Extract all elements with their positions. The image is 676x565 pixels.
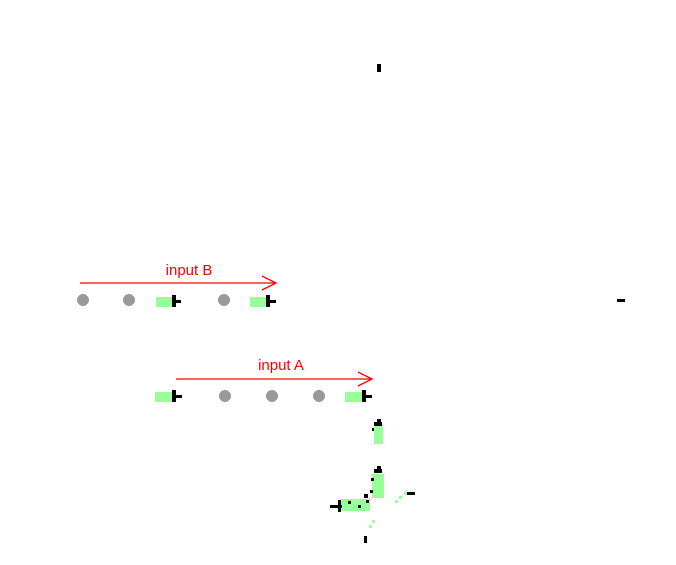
glider-cell [155,390,182,402]
input-a-stream [155,390,372,402]
empty-slot-dot [219,390,231,402]
input-b-arrow [80,275,278,291]
empty-slot-dot [123,294,135,306]
descending-glider [372,419,383,444]
empty-slot-dot [77,294,89,306]
right-isolated-cell [617,299,625,302]
empty-slot-dot [266,390,278,402]
glider-cell [345,390,372,402]
top-isolated-cell [377,64,381,72]
collision-reaction [330,466,415,543]
empty-slot-dot [313,390,325,402]
glider-cell [156,295,181,307]
input-b-label: input B [166,262,213,279]
input-b-stream [77,294,276,307]
empty-slot-dot [218,294,230,306]
input-a-label: input A [258,357,304,374]
input-a-arrow [176,371,374,387]
glider-cell [250,295,276,307]
